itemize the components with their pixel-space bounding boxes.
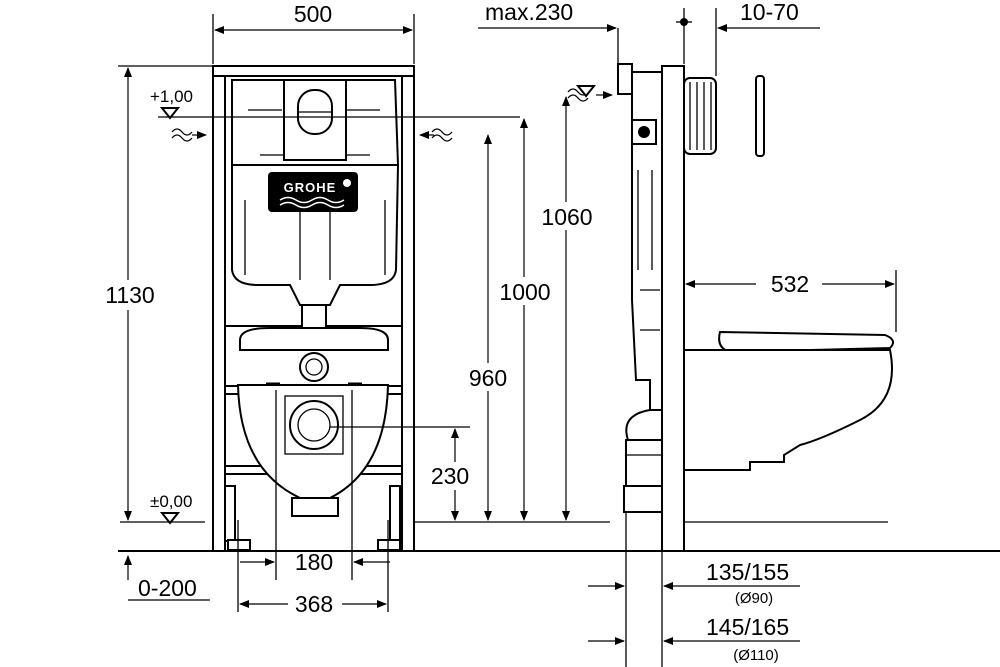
toilet-bowl [236, 327, 390, 517]
toilet-bowl-side [683, 330, 895, 471]
level-floor-label: ±0,00 [150, 492, 192, 511]
flush-button-side [683, 75, 765, 157]
dim-floor-adjust: 0-200 [118, 550, 1000, 601]
svg-text:0-200: 0-200 [138, 575, 197, 601]
level-marks: +1,00 ±0,00 [120, 87, 520, 525]
dim-bowl-mount: 368 [237, 520, 389, 618]
svg-text:135/155: 135/155 [706, 559, 789, 585]
water-inlet-icons [171, 128, 453, 142]
svg-text:10-70: 10-70 [740, 0, 799, 25]
svg-text:max.230: max.230 [485, 0, 573, 25]
dim-inlet-height-low: 960 [460, 134, 516, 521]
svg-text:180: 180 [295, 549, 333, 575]
dim-wall-thickness: 10-70 [676, 0, 820, 76]
dim-frame-height: 1060 [534, 96, 600, 521]
svg-text:960: 960 [469, 365, 507, 391]
svg-text:500: 500 [294, 1, 332, 27]
svg-text:230: 230 [431, 463, 469, 489]
dim-pipe-large: 145/165 (Ø110) [588, 614, 800, 664]
side-view: max.230 10-70 532 135/155 (Ø90 [478, 0, 897, 667]
level-top-label: +1,00 [150, 87, 193, 106]
brand-logo: GROHE [284, 180, 337, 195]
dim-frame-width: 500 [212, 1, 415, 64]
dim-pipe-small: 135/155 (Ø90) [588, 512, 800, 667]
svg-text:145/165: 145/165 [706, 614, 789, 640]
cistern: GROHE [231, 79, 400, 336]
dim-total-height: 1130 [100, 65, 212, 521]
svg-text:1060: 1060 [541, 204, 592, 230]
dim-inlet-height: 1000 [492, 118, 558, 521]
svg-text:1000: 1000 [499, 279, 550, 305]
dim-max-depth: max.230 [478, 0, 619, 64]
svg-text:368: 368 [295, 591, 333, 617]
cistern-side [567, 63, 663, 513]
dim-drain-spacing: 180 [240, 390, 390, 580]
svg-text:(Ø90): (Ø90) [735, 590, 773, 607]
front-view: GROHE [100, 1, 1000, 618]
svg-text:532: 532 [771, 271, 809, 297]
svg-text:1130: 1130 [105, 282, 154, 308]
dim-outlet-height: 230 [330, 426, 610, 523]
dim-bowl-projection: 532 [685, 268, 897, 332]
svg-text:(Ø110): (Ø110) [733, 647, 779, 664]
